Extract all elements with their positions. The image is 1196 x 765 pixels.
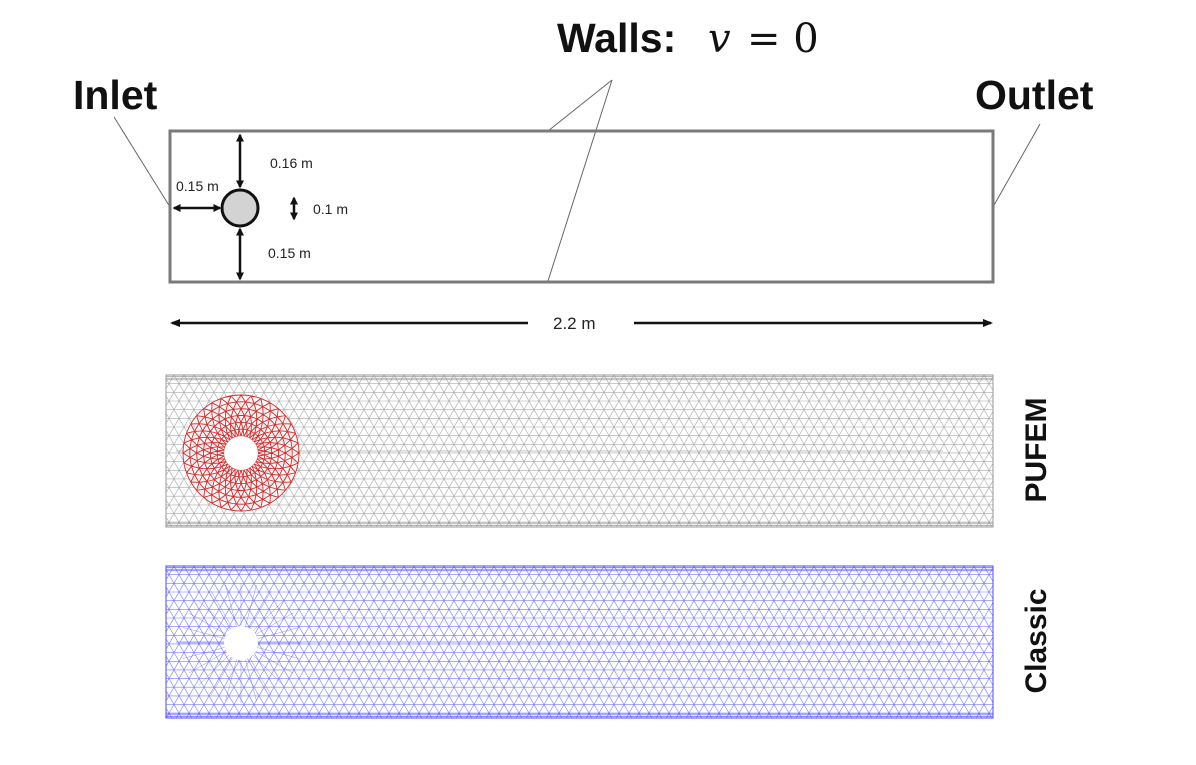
classic-mesh-border	[165, 565, 994, 719]
length-label: 2.2 m	[553, 314, 596, 333]
inlet-gap-label: 0.15 m	[176, 178, 219, 194]
walls-label: Walls:	[557, 15, 676, 61]
classic-label: Classic	[1020, 588, 1053, 693]
outlet-label: Outlet	[975, 72, 1094, 118]
mesh-boundary-layer	[166, 567, 993, 717]
cylinder-obstacle	[220, 188, 260, 228]
top-gap-label: 0.16 m	[270, 155, 313, 171]
wall-leader-bottom	[547, 79, 613, 282]
pufem-cylinder-hole	[224, 436, 258, 470]
pufem-mesh	[166, 375, 993, 527]
mesh-refinement	[181, 583, 301, 703]
leader-lines	[113, 79, 1041, 282]
classic-cylinder-hole	[224, 626, 258, 660]
walls-velocity-symbol: v	[708, 16, 731, 62]
inlet-leader	[113, 116, 171, 208]
walls-equation: = 0	[747, 16, 819, 62]
bottom-gap-label: 0.15 m	[268, 245, 311, 261]
diameter-label: 0.1 m	[313, 201, 348, 217]
wall-leader-top	[547, 79, 613, 132]
pufem-mesh-border	[165, 374, 994, 528]
inlet-label: Inlet	[73, 72, 158, 118]
pufem-label: PUFEM	[1020, 398, 1053, 503]
mesh-boundary-layer	[166, 376, 993, 526]
classic-mesh	[166, 566, 993, 718]
outlet-leader	[992, 123, 1041, 208]
channel-domain	[168, 129, 995, 284]
